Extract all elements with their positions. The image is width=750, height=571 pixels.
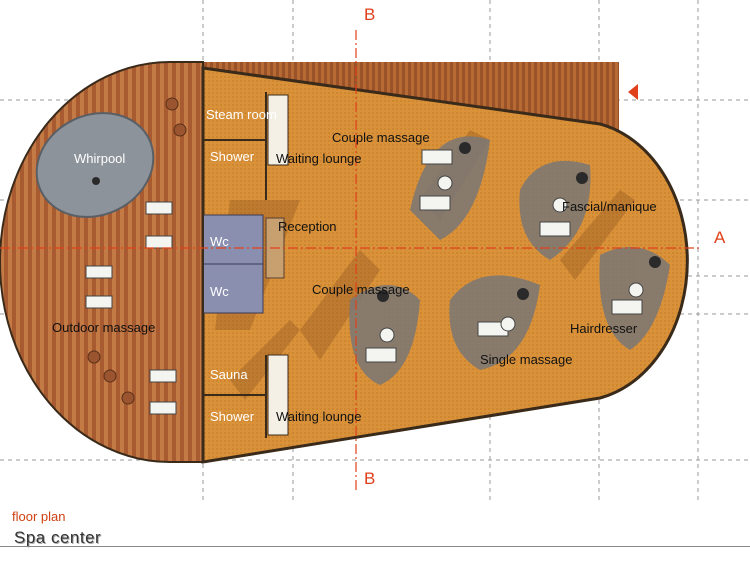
project-title: Spa center <box>14 528 102 547</box>
room-label-couple-massage-bottom: Couple massage <box>312 282 410 297</box>
section-lines <box>0 30 700 490</box>
room-label-fascial-manique: Fascial/manique <box>562 199 657 214</box>
bench-top <box>267 94 289 166</box>
bench-bottom <box>267 354 289 436</box>
whirlpool-pool <box>35 112 155 218</box>
room-label-wc-top: Wc <box>210 234 229 249</box>
corridor-walls <box>202 68 267 462</box>
loungers <box>85 149 643 415</box>
room-label-outdoor-massage: Outdoor massage <box>52 320 156 335</box>
room-label-hairdresser: Hairdresser <box>570 321 638 336</box>
floor-plan-caption: floor plan <box>12 509 66 524</box>
section-marker-b-top: B <box>364 5 376 24</box>
title-baseline <box>0 546 750 547</box>
room-label-shower-bottom: Shower <box>210 409 255 424</box>
room-label-waiting-lounge-bottom: Waiting lounge <box>276 409 362 424</box>
fixtures <box>92 142 661 302</box>
room-label-couple-massage-top: Couple massage <box>332 130 430 145</box>
room-label-single-massage: Single massage <box>480 352 573 367</box>
room-label-whirpool: Whirpool <box>74 151 126 166</box>
section-marker-b-bottom: B <box>364 469 376 488</box>
room-label-shower-top: Shower <box>210 149 255 164</box>
planters <box>87 97 187 405</box>
massage-pods <box>349 136 670 385</box>
section-marker-a: A <box>714 228 726 247</box>
north-arrow <box>628 84 638 100</box>
room-label-steam-room: Steam room <box>206 107 277 122</box>
room-label-reception: Reception <box>278 219 337 234</box>
room-label-wc-bottom: Wc <box>210 284 229 299</box>
stools <box>379 175 644 343</box>
room-label-sauna: Sauna <box>210 367 248 382</box>
room-label-waiting-lounge-top: Waiting lounge <box>276 151 362 166</box>
